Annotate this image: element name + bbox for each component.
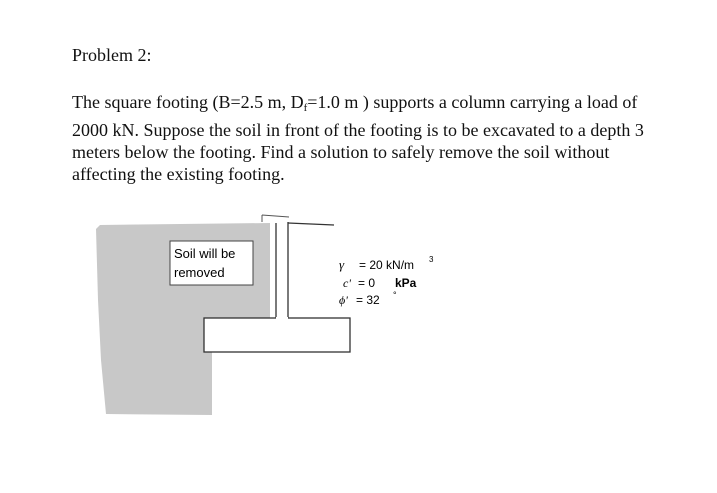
statement-line-1: The square footing (B=2.5 m, Df=1.0 m ) … (72, 92, 638, 114)
label-box (169, 240, 254, 286)
problem-statement: The square footing (B=2.5 m, Df=1.0 m ) … (72, 91, 712, 185)
statement-line-3: meters below the footing. Find a solutio… (72, 142, 610, 162)
unit-weight-exponent: 3 (429, 255, 434, 264)
problem-heading: Problem 2: (72, 45, 152, 65)
friction-angle-value: = 32 (356, 293, 380, 307)
statement-line-4: affecting the existing footing. (72, 164, 285, 184)
cohesion-symbol: c' (343, 276, 351, 290)
friction-angle-unit: ° (393, 290, 397, 300)
unit-weight-symbol: γ (339, 257, 345, 272)
column-top-tick (261, 214, 290, 222)
cohesion-unit: kPa (395, 276, 417, 290)
label-box-line-1: Soil will be (174, 246, 235, 261)
footing-slab (203, 317, 351, 353)
statement-line-2: 2000 kN. Suppose the soil in front of th… (72, 120, 644, 140)
friction-angle-symbol: ϕ' (339, 293, 348, 307)
label-box-line-2: removed (174, 265, 225, 280)
unit-weight-value: = 20 kN/m (359, 258, 414, 272)
ground-surface-line (287, 222, 335, 226)
cohesion-value: = 0 (358, 276, 375, 290)
